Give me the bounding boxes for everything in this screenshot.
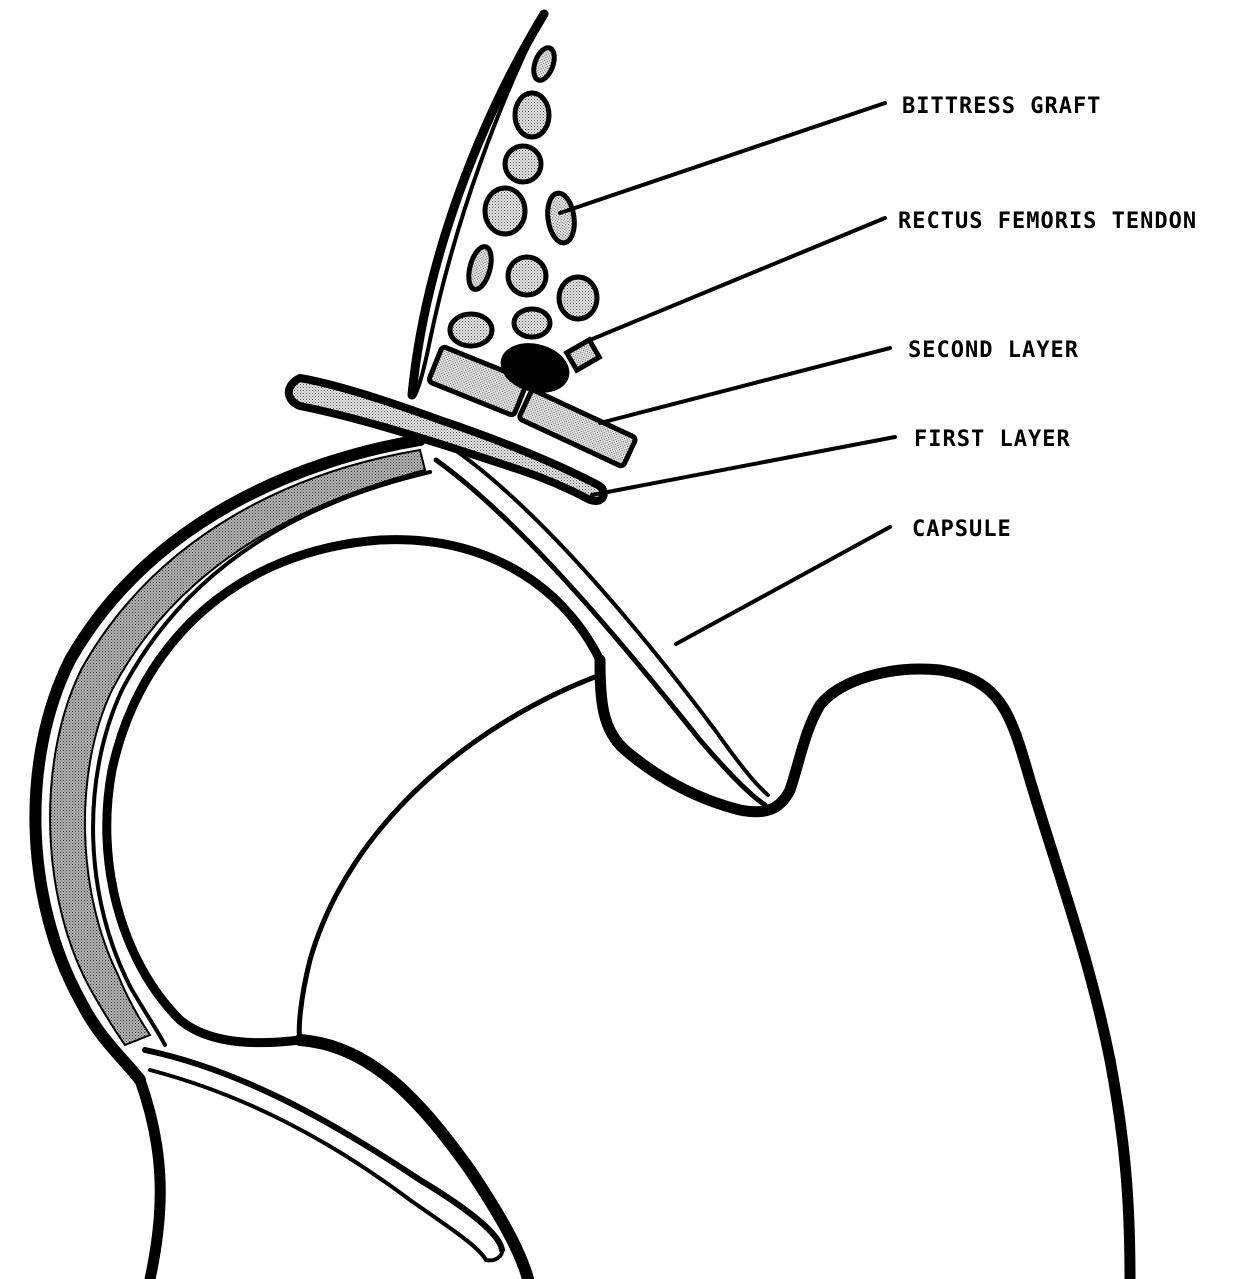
leader-line-rectus-femoris	[590, 218, 885, 340]
leader-line-second-layer	[600, 348, 890, 423]
graft-chip	[545, 191, 578, 244]
acetabulum-inner-edge	[93, 472, 430, 1045]
graft-chip	[485, 188, 525, 234]
ischium-band-inner	[150, 1070, 486, 1260]
capsule	[436, 460, 765, 805]
label-second-layer: SECOND LAYER	[908, 338, 1079, 363]
graft-chip	[515, 93, 549, 137]
leader-line-first-layer	[592, 437, 895, 495]
leader-line-buttress-graft	[560, 103, 885, 213]
femoral-neck-shaft	[600, 660, 1130, 1279]
label-buttress-graft: BITTRESS GRAFT	[902, 94, 1101, 119]
graft-chip	[505, 146, 541, 182]
femur-medial-outline	[300, 1040, 528, 1279]
head-neck-junction	[299, 675, 600, 1040]
label-capsule: CAPSULE	[912, 517, 1012, 542]
graft-chip	[450, 314, 492, 346]
graft-chip	[508, 257, 546, 295]
graft-chip	[465, 244, 496, 292]
leader-lines	[560, 103, 895, 644]
leader-line-capsule	[676, 527, 890, 644]
graft-chip	[530, 45, 559, 83]
femoral-head	[107, 540, 600, 1043]
graft-chip	[559, 277, 597, 319]
label-first-layer: FIRST LAYER	[914, 427, 1071, 452]
graft-chip	[514, 309, 550, 337]
graft-chip	[567, 340, 600, 370]
ischium-outline	[140, 1080, 160, 1279]
label-rectus-femoris-tendon: RECTUS FEMORIS TENDON	[898, 209, 1197, 234]
